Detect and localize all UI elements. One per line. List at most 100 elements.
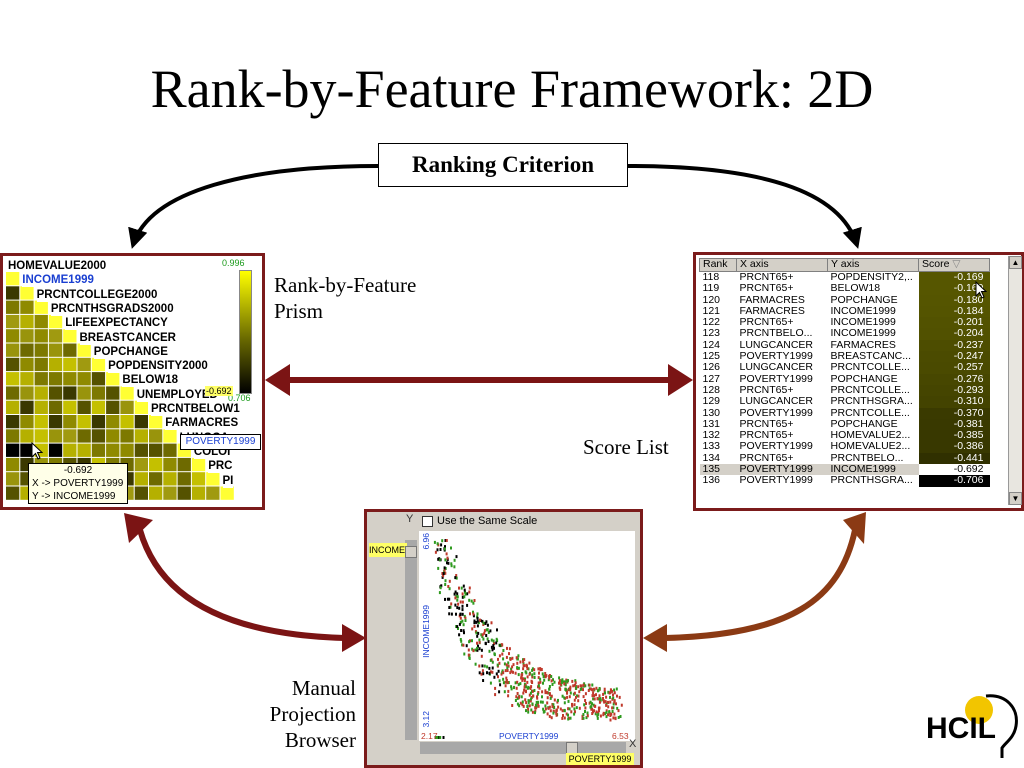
scatter-point [505,655,508,659]
col-y-axis[interactable]: Y axis [827,258,919,272]
scatter-point [598,697,601,701]
col-x-axis[interactable]: X axis [736,258,828,272]
cell-rank: 136 [702,474,721,487]
scatter-point [489,681,492,685]
scatter-point [507,661,510,665]
scatter-point [549,696,552,700]
prism-cell [6,286,20,300]
cell-x-axis: PRCNT65+ [739,271,794,283]
hcil-logo: HCIL [926,694,1018,758]
scatter-point [491,660,494,664]
scatter-point [440,584,443,588]
scatter-point [458,633,461,637]
cell-rank: 127 [702,372,721,385]
scatter-point [504,684,507,688]
scatter-point [511,656,514,660]
scatter-point [450,546,452,550]
scatter-point [516,696,519,700]
scatter-point [609,690,612,694]
same-scale-checkbox[interactable]: Use the Same Scale [422,515,537,527]
col-score[interactable]: Score ▽ [918,258,990,272]
col-rank[interactable]: Rank [699,258,737,272]
scatter-point [614,717,617,721]
scatter-point [531,668,534,672]
scatter-point [538,686,541,690]
x-axis-slider[interactable] [420,742,626,754]
scatter-point [608,710,611,714]
y-axis-slider[interactable] [405,540,417,740]
cell-rank: 134 [702,451,721,464]
scatter-plot[interactable] [419,531,635,741]
scatter-point [476,612,479,616]
slide-title: Rank-by-Feature Framework: 2D [150,59,874,119]
scroll-up-icon[interactable]: ▲ [1009,256,1022,269]
scatter-point [480,672,483,676]
scatter-point [607,700,610,704]
prism-cell [6,472,20,486]
y-slider-thumb[interactable] [405,546,417,558]
x-axis-tag[interactable]: POVERTY1999 [566,753,634,765]
cell-rank: 123 [702,327,721,340]
scatter-point [613,700,616,704]
cell-x-axis: FARMACRES [739,293,805,306]
scatter-point [589,687,592,691]
scatter-point [573,691,576,695]
scatter-point [493,646,495,650]
checkbox-box[interactable] [422,515,433,527]
scatter-point [530,685,533,689]
prism-cell [106,372,120,386]
scatter-point [444,558,447,562]
scatter-point [497,675,499,679]
scroll-down-icon[interactable]: ▼ [1009,492,1022,505]
scatter-point [475,620,478,624]
prism-cell [34,400,48,414]
scatter-point [514,681,517,685]
scatter-point [501,652,504,656]
scatter-point [449,605,452,609]
cell-score: -0.201 [918,316,990,329]
cell-rank: 125 [702,350,721,363]
scatter-point [604,700,607,704]
scatter-point [530,697,533,701]
scatter-point [456,592,459,596]
scatter-point [598,687,601,690]
scatter-point [448,597,451,601]
scatter-point [567,699,570,703]
y-axis-tag[interactable]: INCOME1999 [369,543,407,557]
scatter-point [510,669,513,673]
scatter-point [525,690,527,694]
prism-caption: Rank-by-Feature Prism [274,272,416,324]
scatter-point [490,621,493,625]
scatter-point [437,566,440,570]
score-list-scrollbar[interactable]: ▲ ▼ [1008,256,1022,505]
prism-cell [106,429,120,443]
scatter-point [478,664,481,668]
scatter-point [552,703,555,707]
scatter-point [520,676,523,680]
scatter-point [596,714,599,718]
prism-cell [6,429,20,443]
prism-cell [134,429,148,443]
